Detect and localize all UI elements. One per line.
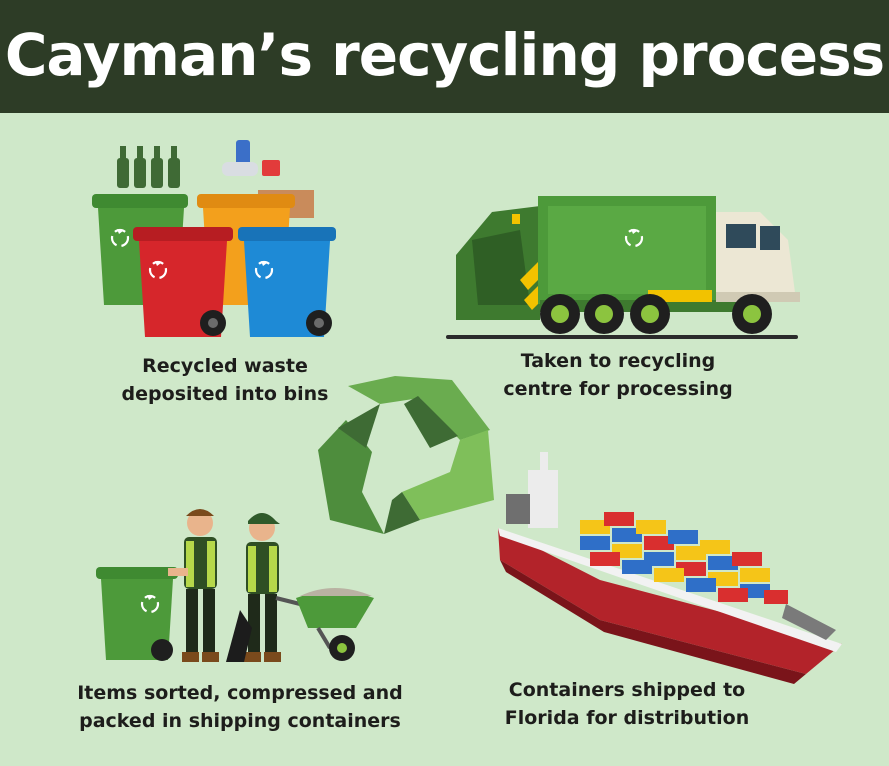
step-caption-4-line-2: Florida for distribution [504, 707, 750, 729]
step-caption-4: Containers shipped to Florida for distri… [500, 676, 754, 732]
step-caption-3-line-1: Items sorted, compressed and [77, 682, 403, 704]
recycle-symbol-icon [318, 376, 494, 534]
step-caption-3: Items sorted, compressed and packed in s… [70, 679, 410, 735]
step-caption-4-line-1: Containers shipped to [508, 679, 746, 701]
title-band: Cayman’s recycling process [0, 0, 889, 113]
step-caption-2: Taken to recycling centre for processing [500, 347, 736, 403]
page-title: Cayman’s recycling process [4, 20, 885, 89]
step-caption-1: Recycled waste deposited into bins [108, 352, 342, 408]
garbage-truck-icon [446, 196, 800, 339]
workers-with-bin-and-wheelbarrow-icon [96, 509, 374, 662]
step-caption-3-line-2: packed in shipping containers [79, 710, 401, 732]
container-ship-icon [498, 452, 842, 684]
step-caption-1-line-2: deposited into bins [121, 383, 329, 405]
step-caption-2-line-1: Taken to recycling [520, 350, 716, 372]
recycling-bins-icon [92, 140, 336, 337]
step-caption-2-line-2: centre for processing [503, 378, 733, 400]
step-caption-1-line-1: Recycled waste [142, 355, 308, 377]
